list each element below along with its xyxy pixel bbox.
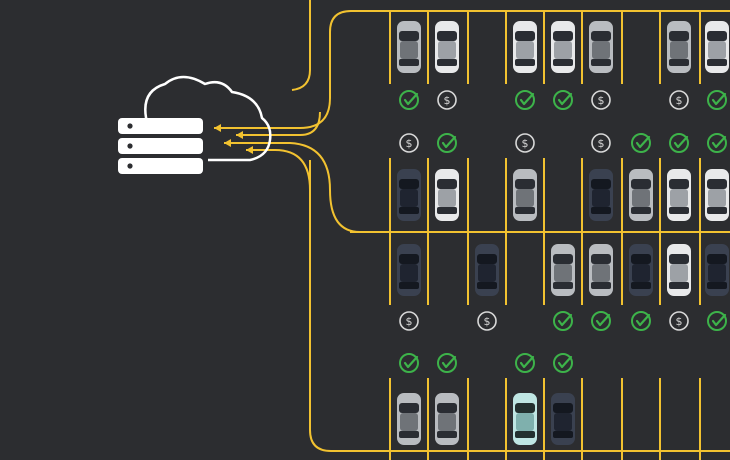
car-white	[513, 21, 537, 73]
car-silver	[551, 244, 575, 296]
svg-text:$: $	[598, 94, 605, 107]
check-badge-icon	[707, 133, 727, 153]
data-connector-lines	[214, 60, 361, 233]
car-silver	[435, 393, 459, 445]
check-badge-icon	[707, 311, 727, 331]
dollar-badge-icon: $	[399, 133, 419, 153]
check-badge-icon	[707, 90, 727, 110]
dollar-badge-icon: $	[591, 133, 611, 153]
arrow-head-icon	[236, 131, 243, 139]
car-white	[667, 244, 691, 296]
check-badge-icon	[437, 133, 457, 153]
car-silver	[589, 244, 613, 296]
lot-bottom-line	[309, 160, 730, 452]
dollar-badge-icon: $	[669, 311, 689, 331]
car-white	[551, 21, 575, 73]
car-silver	[667, 21, 691, 73]
dollar-badge-icon: $	[399, 311, 419, 331]
check-badge-icon	[591, 311, 611, 331]
check-badge-icon	[631, 133, 651, 153]
dollar-badge-icon: $	[591, 90, 611, 110]
connector-line	[214, 60, 331, 129]
check-badge-icon	[399, 353, 419, 373]
svg-text:$: $	[406, 137, 413, 150]
cloud-server-icon	[118, 75, 272, 174]
dollar-badge-icon: $	[477, 311, 497, 331]
car-silver	[513, 169, 537, 221]
svg-text:$: $	[406, 315, 413, 328]
car-dark	[589, 169, 613, 221]
svg-text:$: $	[484, 315, 491, 328]
car-dark	[397, 244, 421, 296]
svg-text:$: $	[522, 137, 529, 150]
car-dark	[629, 244, 653, 296]
svg-text:$: $	[444, 94, 451, 107]
car-dark	[397, 169, 421, 221]
car-white	[435, 21, 459, 73]
car-silver	[629, 169, 653, 221]
connector-line	[224, 142, 361, 233]
lot-top-line	[329, 10, 730, 90]
car-dark	[551, 393, 575, 445]
connector-line	[246, 149, 311, 220]
car-silver	[397, 21, 421, 73]
car-white	[435, 169, 459, 221]
check-badge-icon	[669, 133, 689, 153]
svg-text:$: $	[598, 137, 605, 150]
cloud-outline-icon	[144, 75, 272, 162]
check-badge-icon	[553, 311, 573, 331]
server-rack-icon	[118, 158, 203, 174]
car-dark	[475, 244, 499, 296]
car-white	[667, 169, 691, 221]
check-badge-icon	[553, 353, 573, 373]
status-badges: $ $ $ $ $ $ $ $ $	[399, 90, 727, 373]
car-dark	[705, 244, 729, 296]
car-white	[705, 169, 729, 221]
connector-line	[236, 111, 321, 136]
server-rack-icon	[118, 118, 203, 134]
svg-text:$: $	[676, 94, 683, 107]
dollar-badge-icon: $	[669, 90, 689, 110]
arrow-head-icon	[246, 146, 253, 154]
dollar-badge-icon: $	[515, 133, 535, 153]
car-teal	[513, 393, 537, 445]
svg-text:$: $	[676, 315, 683, 328]
boundary-line	[291, 0, 311, 91]
arrow-head-icon	[214, 124, 221, 132]
check-badge-icon	[515, 90, 535, 110]
check-badge-icon	[553, 90, 573, 110]
dollar-badge-icon: $	[437, 90, 457, 110]
check-badge-icon	[437, 353, 457, 373]
server-rack-icon	[118, 138, 203, 154]
parked-cars	[397, 21, 729, 445]
check-badge-icon	[515, 353, 535, 373]
check-badge-icon	[631, 311, 651, 331]
car-silver	[589, 21, 613, 73]
parking-lines	[291, 0, 730, 460]
car-silver	[397, 393, 421, 445]
check-badge-icon	[399, 90, 419, 110]
car-white	[705, 21, 729, 73]
arrow-head-icon	[224, 139, 231, 147]
